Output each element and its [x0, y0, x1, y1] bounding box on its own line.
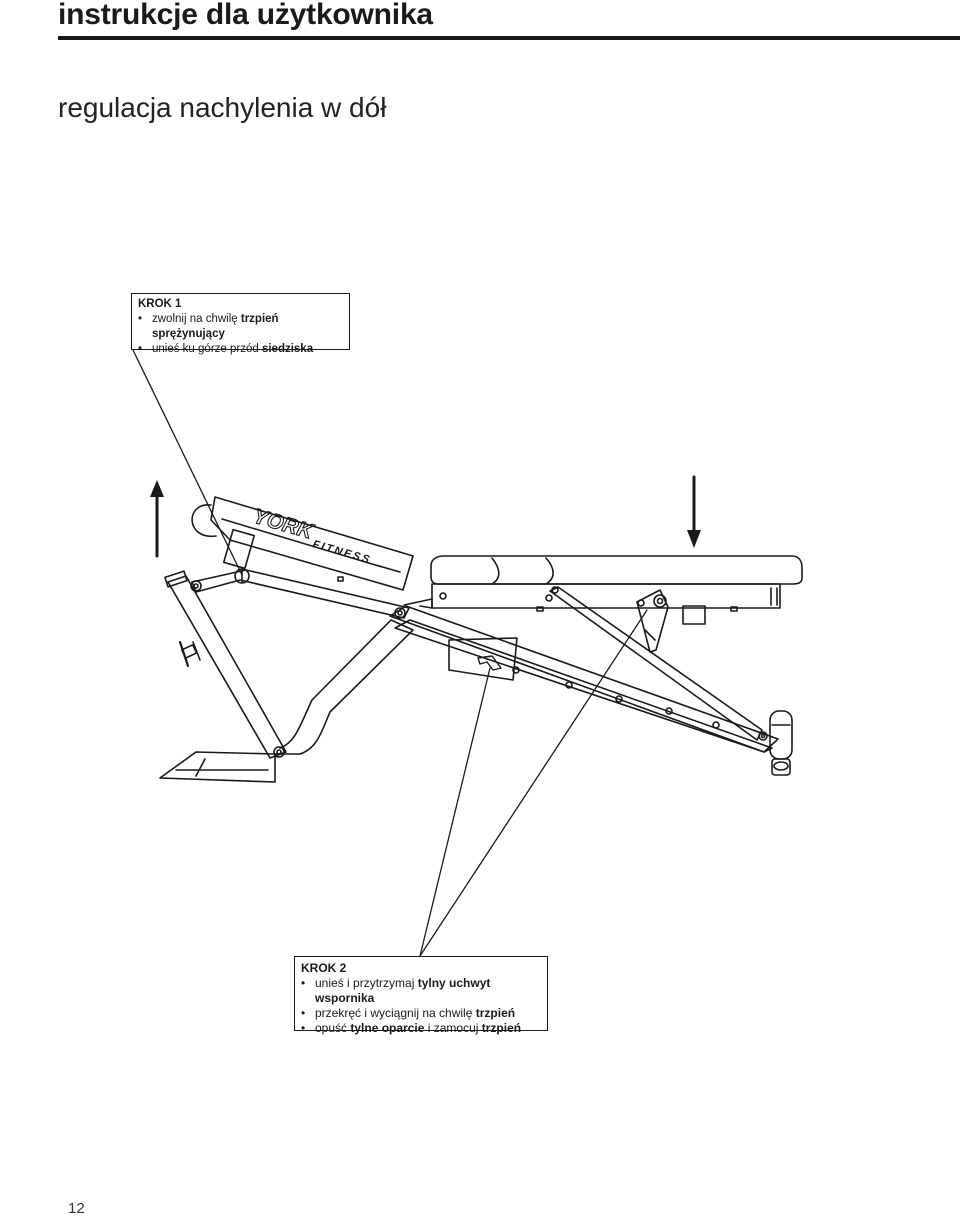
step2-list: unieś i przytrzymaj tylny uchwyt wsporni… [301, 976, 541, 1036]
rear-bracket [448, 637, 518, 681]
page-header-title: instrukcje dla użytkownika [58, 0, 433, 31]
fitness-logo: FITNESS [311, 538, 372, 566]
step2-item: opuść tylne oparcie i zamocuj trzpień [301, 1021, 541, 1036]
back-pad [403, 555, 803, 625]
step2-item: unieś i przytrzymaj tylny uchwyt wsporni… [301, 976, 541, 1006]
step2-callout: KROK 2 unieś i przytrzymaj tylny uchwyt … [294, 956, 548, 1036]
pop-pin-handle [178, 640, 201, 668]
rear-support [549, 586, 763, 741]
callout-line-step2-a [419, 667, 491, 957]
page-number: 12 [68, 1200, 85, 1217]
front-rail [190, 569, 410, 619]
main-frame [274, 605, 779, 755]
front-leg [164, 570, 287, 759]
header-rule [58, 36, 960, 40]
front-foot [159, 751, 276, 783]
section-title: regulacja nachylenia w dół [58, 92, 387, 123]
step2-item: przekręć i wyciągnij na chwilę trzpień [301, 1006, 541, 1021]
step1-title: KROK 1 [138, 298, 182, 310]
step1-callout: KROK 1 zwolnij na chwilę trzpień sprężyn… [131, 293, 350, 357]
arrow-down-icon [687, 475, 701, 548]
step1-item: zwolnij na chwilę trzpień sprężynujący [138, 312, 343, 342]
step1-item: unieś ku górze przód siedziska [138, 342, 343, 357]
arrow-up-icon [150, 480, 164, 558]
step2-title: KROK 2 [301, 961, 347, 975]
rear-foot-roller [769, 710, 793, 776]
callout-line-step1 [132, 349, 243, 576]
callout-line-step2-b [419, 609, 648, 957]
seat-pad: YORK FITNESS [191, 496, 414, 591]
step1-list: zwolnij na chwilę trzpień sprężynujący u… [138, 312, 343, 357]
